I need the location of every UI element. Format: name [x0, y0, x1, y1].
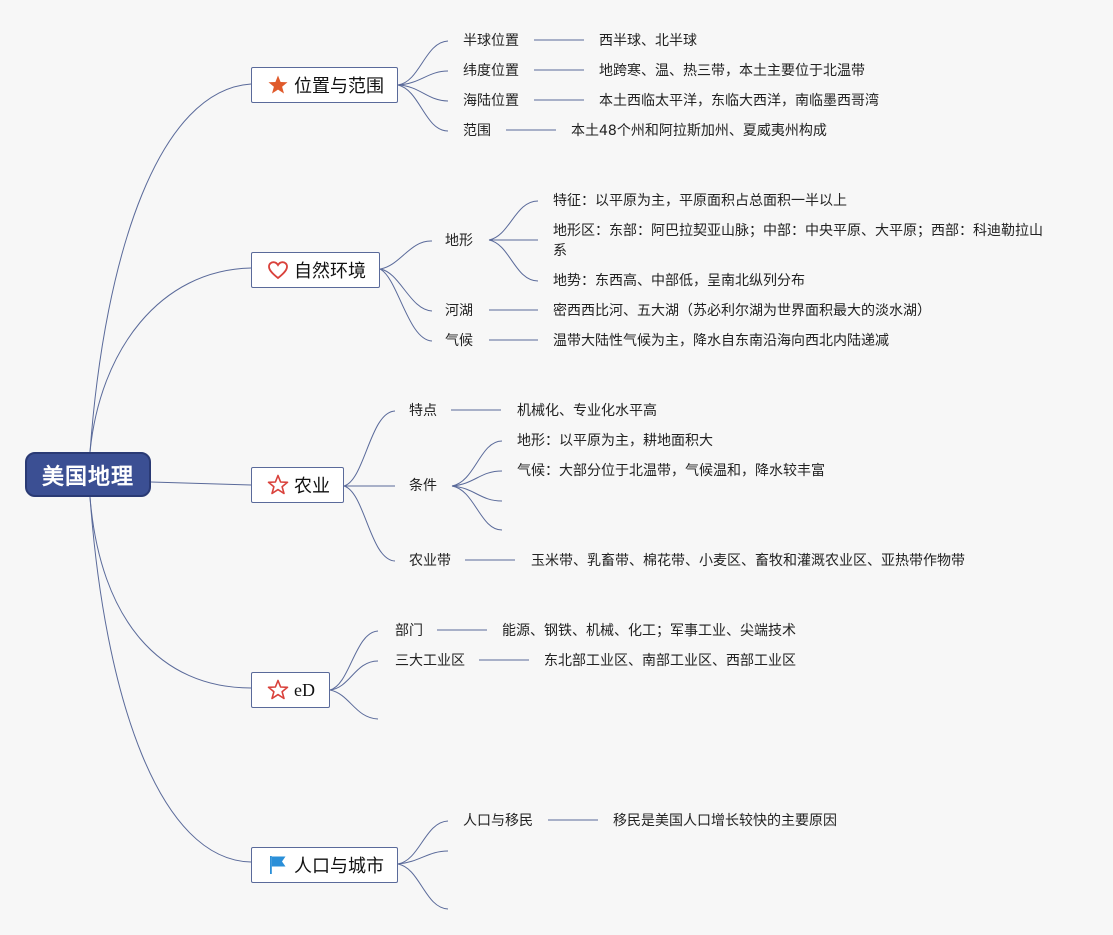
detail-conditions-terrain[interactable]: 地形：以平原为主，耕地面积大 [517, 433, 713, 449]
branch-label: eD [294, 679, 315, 700]
detail-terrain-feature[interactable]: 特征：以平原为主，平原面积占总面积一半以上 [553, 193, 847, 209]
branch-industry[interactable]: eD [251, 672, 330, 708]
subtopic-conditions[interactable]: 条件 [409, 478, 437, 494]
subtopic-rivers-lakes[interactable]: 河湖 [445, 303, 473, 319]
subtopic-sea-land[interactable]: 海陆位置 [463, 93, 519, 109]
detail-terrain-regions[interactable]: 地形区：东部：阿巴拉契亚山脉；中部：中央平原、大平原；西部：科迪勒拉山系 [553, 223, 1043, 259]
detail-range[interactable]: 本土48个州和阿拉斯加州、夏威夷州构成 [571, 123, 827, 139]
detail-terrain-relief[interactable]: 地势：东西高、中部低，呈南北纵列分布 [553, 273, 805, 289]
branch-label: 自然环境 [294, 261, 366, 282]
detail-sectors[interactable]: 能源、钢铁、机械、化工；军事工业、尖端技术 [502, 623, 796, 639]
subtopic-latitude[interactable]: 纬度位置 [463, 63, 519, 79]
detail-sea-land[interactable]: 本土西临太平洋，东临大西洋，南临墨西哥湾 [599, 93, 879, 109]
branch-label: 农业 [294, 476, 330, 497]
detail-rivers-lakes[interactable]: 密西西比河、五大湖（苏必利尔湖为世界面积最大的淡水湖） [553, 303, 931, 319]
subtopic-industrial-zones[interactable]: 三大工业区 [395, 653, 465, 669]
star-filled-icon [266, 73, 290, 97]
branch-agriculture[interactable]: 农业 [251, 467, 344, 503]
detail-conditions-climate[interactable]: 气候：大部分位于北温带，气候温和，降水较丰富 [517, 463, 825, 479]
subtopic-hemisphere[interactable]: 半球位置 [463, 33, 519, 49]
star-outline-icon [266, 473, 290, 497]
subtopic-population-migration[interactable]: 人口与移民 [463, 813, 533, 829]
subtopic-range[interactable]: 范围 [463, 123, 491, 139]
detail-industrial-zones[interactable]: 东北部工业区、南部工业区、西部工业区 [544, 653, 796, 669]
detail-climate[interactable]: 温带大陆性气候为主，降水自东南沿海向西北内陆递减 [553, 333, 889, 349]
branch-label: 位置与范围 [294, 76, 384, 97]
branch-location-range[interactable]: 位置与范围 [251, 67, 398, 103]
root-label: 美国地理 [41, 464, 134, 490]
star-outline-icon [266, 678, 290, 702]
root-node[interactable]: 美国地理 [25, 452, 151, 497]
flag-icon [266, 853, 290, 877]
detail-hemisphere[interactable]: 西半球、北半球 [599, 33, 697, 49]
subtopic-characteristics[interactable]: 特点 [409, 403, 437, 419]
subtopic-climate[interactable]: 气候 [445, 333, 473, 349]
detail-characteristics[interactable]: 机械化、专业化水平高 [517, 403, 657, 419]
branch-population-cities[interactable]: 人口与城市 [251, 847, 398, 883]
detail-latitude[interactable]: 地跨寒、温、热三带，本土主要位于北温带 [599, 63, 865, 79]
subtopic-agri-belts[interactable]: 农业带 [409, 553, 451, 569]
subtopic-sectors[interactable]: 部门 [395, 623, 423, 639]
detail-population-migration[interactable]: 移民是美国人口增长较快的主要原因 [613, 813, 837, 829]
subtopic-terrain[interactable]: 地形 [445, 233, 473, 249]
detail-agri-belts[interactable]: 玉米带、乳畜带、棉花带、小麦区、畜牧和灌溉农业区、亚热带作物带 [531, 553, 965, 569]
branch-label: 人口与城市 [294, 856, 384, 877]
branch-natural-environment[interactable]: 自然环境 [251, 252, 380, 288]
heart-icon [266, 258, 290, 282]
